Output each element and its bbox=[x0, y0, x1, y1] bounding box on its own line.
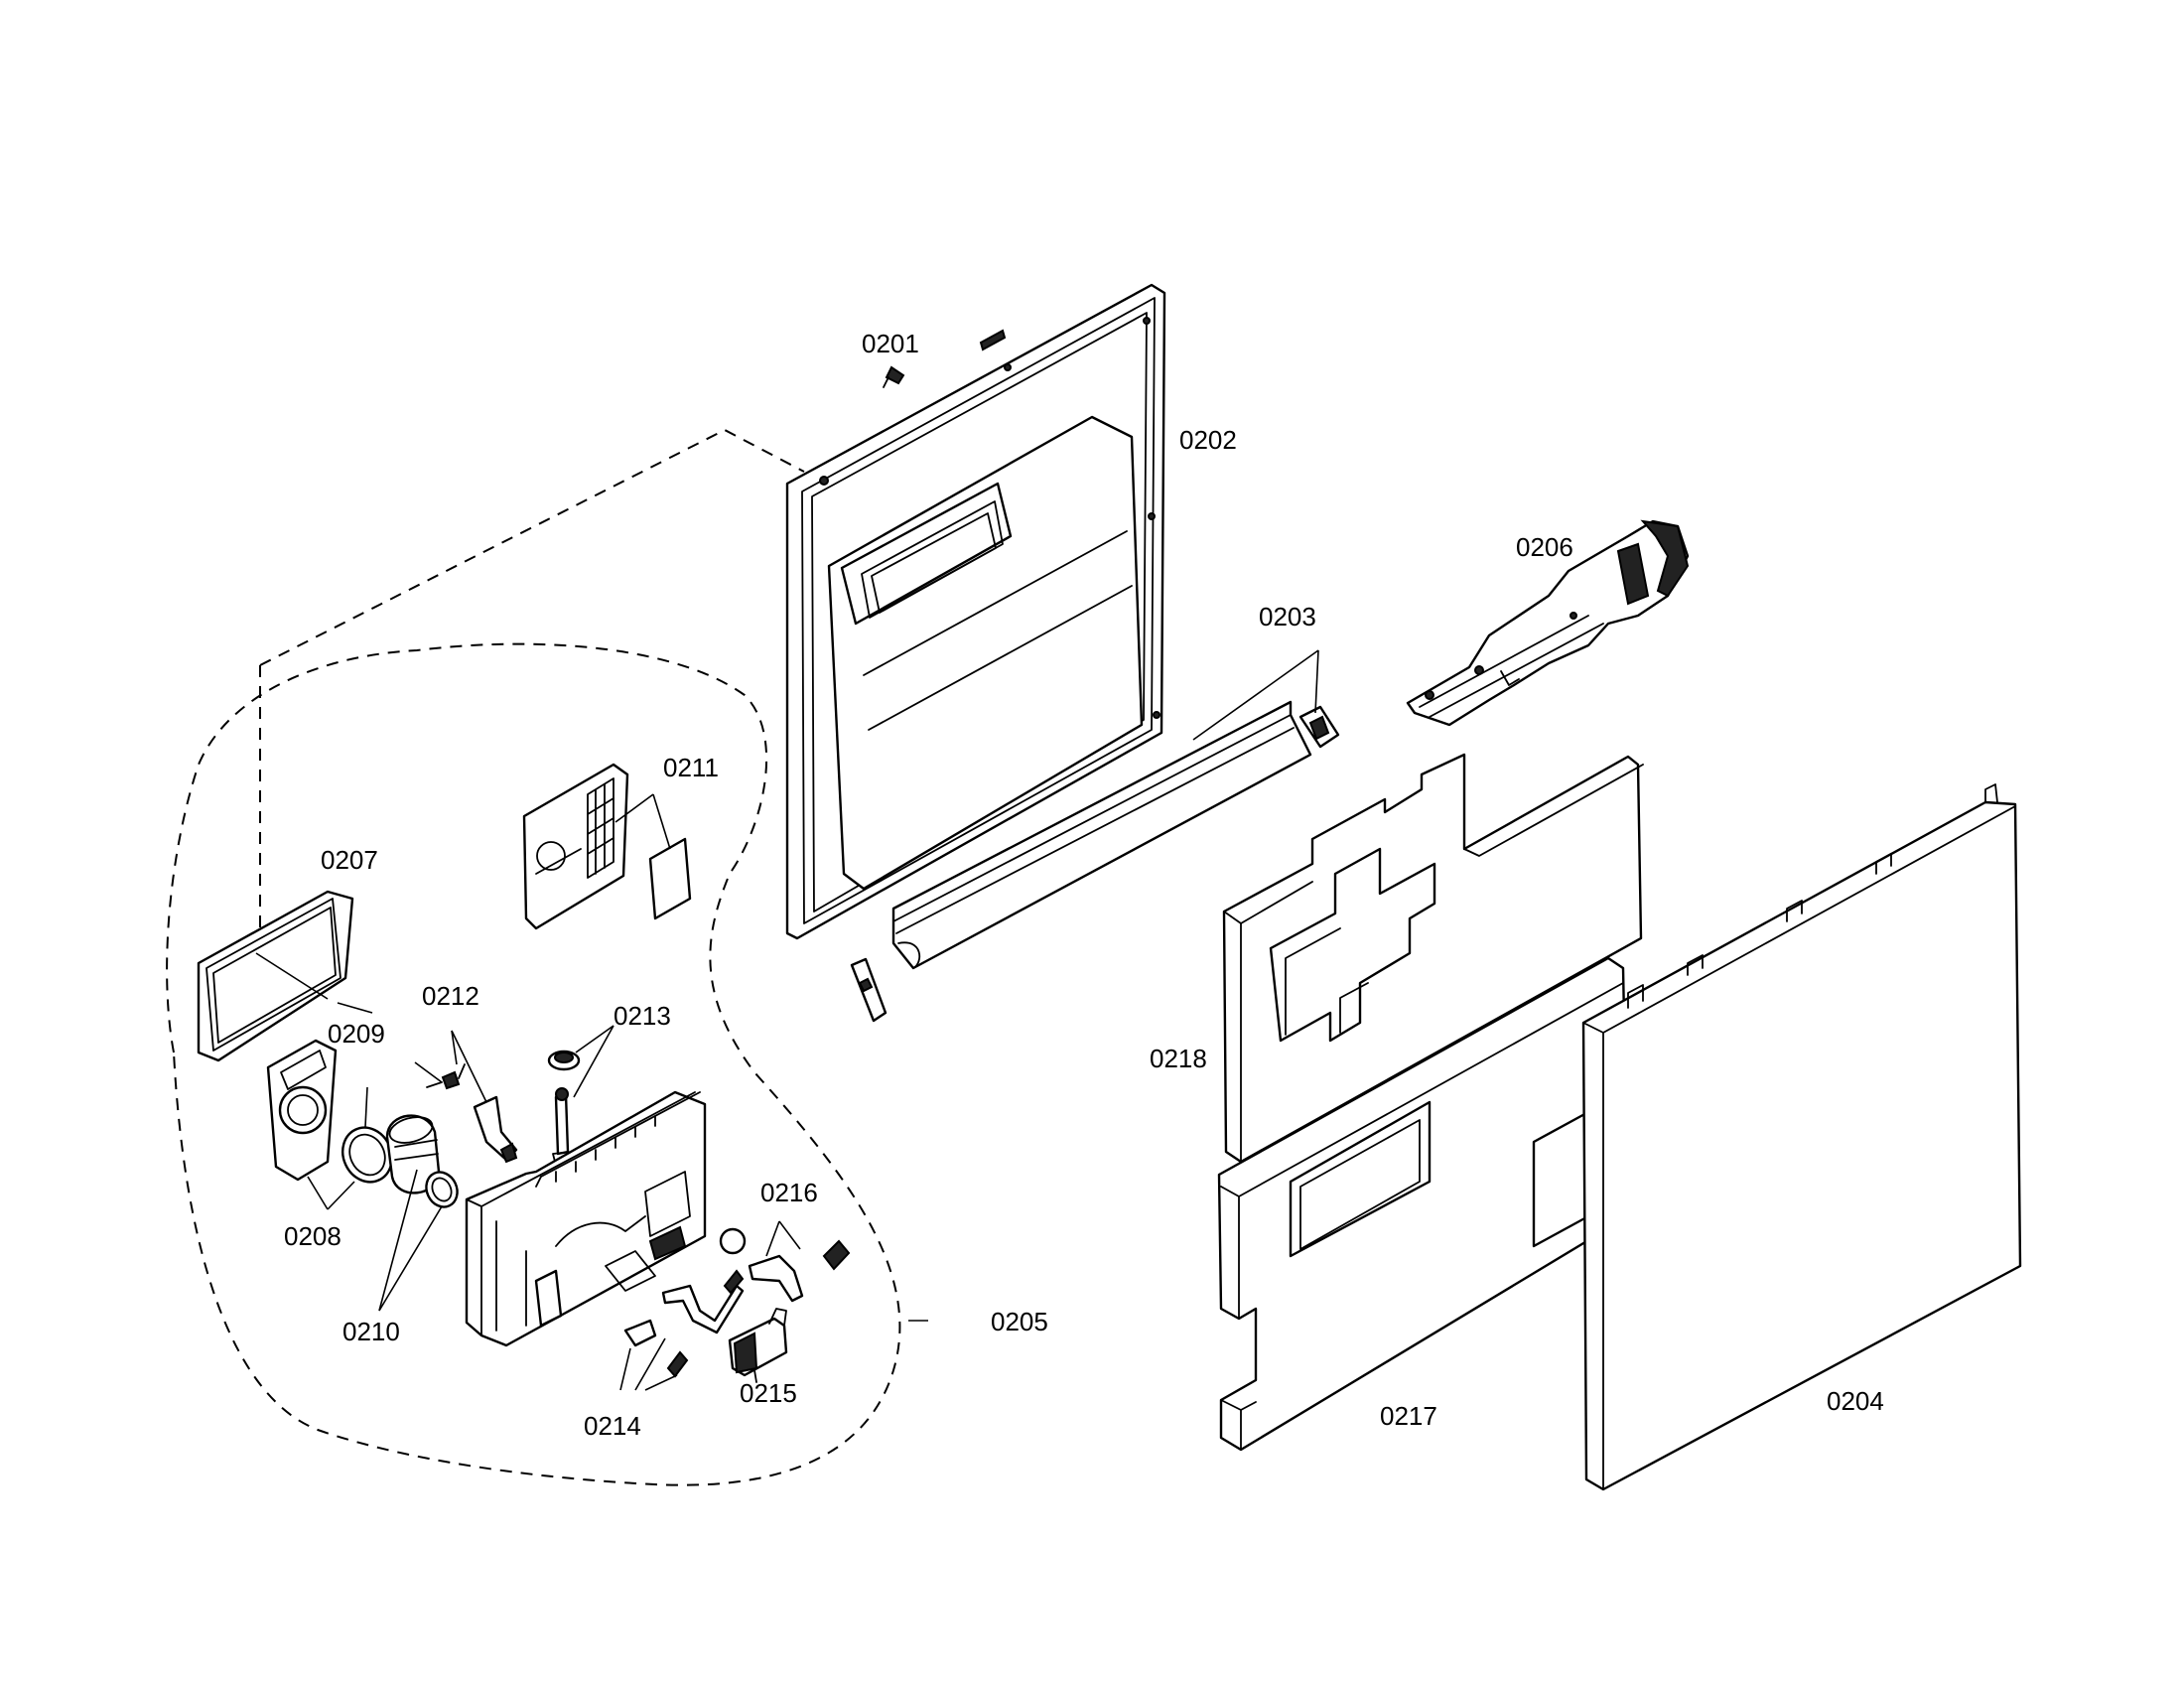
label-0205: 0205 bbox=[991, 1307, 1048, 1336]
part-0205-dispenser-body bbox=[465, 1090, 707, 1347]
part-0212-lever bbox=[473, 1095, 518, 1164]
part-0203-trim-strip bbox=[850, 700, 1312, 1023]
part-0206-hinge-arm bbox=[1406, 519, 1690, 727]
part-0209-seal-ring bbox=[341, 1126, 393, 1184]
part-0207-window-frame bbox=[197, 890, 354, 1062]
label-0204: 0204 bbox=[1827, 1386, 1884, 1416]
label-0218: 0218 bbox=[1150, 1044, 1207, 1073]
label-0208: 0208 bbox=[284, 1221, 341, 1251]
part-0216-spring bbox=[822, 1239, 851, 1271]
label-0209: 0209 bbox=[328, 1019, 385, 1049]
part-0210-cap bbox=[385, 1114, 459, 1208]
projection-line-top bbox=[259, 428, 805, 666]
label-0211: 0211 bbox=[663, 753, 719, 782]
part-0203-clip bbox=[1298, 705, 1340, 749]
part-0212-spring bbox=[426, 1063, 466, 1090]
part-0216-ball bbox=[719, 1227, 747, 1255]
leader-lines bbox=[255, 649, 1319, 1391]
part-0211-filter bbox=[648, 837, 692, 920]
part-0214-spring bbox=[666, 1269, 745, 1378]
label-0212: 0212 bbox=[422, 981, 479, 1011]
label-0216: 0216 bbox=[760, 1178, 818, 1207]
callout-labels: 0201 0202 0203 0204 0205 0206 0207 0208 … bbox=[284, 329, 1884, 1441]
label-0213: 0213 bbox=[614, 1001, 671, 1031]
part-0213-sensor bbox=[547, 1050, 581, 1167]
assembly-0205-boundary bbox=[166, 642, 901, 1486]
label-0214: 0214 bbox=[584, 1411, 641, 1441]
label-0217: 0217 bbox=[1380, 1401, 1437, 1431]
label-0203: 0203 bbox=[1259, 602, 1316, 632]
part-0214-latch bbox=[623, 1319, 657, 1347]
part-0211-vent bbox=[522, 763, 629, 930]
label-0202: 0202 bbox=[1179, 425, 1237, 455]
label-0207: 0207 bbox=[321, 845, 378, 875]
label-0201: 0201 bbox=[862, 329, 919, 358]
part-0217-insulation-panel bbox=[1217, 956, 1630, 1452]
part-0216-lever bbox=[748, 1254, 804, 1303]
part-0204-outer-door-panel bbox=[1581, 783, 2022, 1491]
label-0210: 0210 bbox=[342, 1317, 400, 1346]
part-0201-screw bbox=[883, 365, 905, 388]
part-0202-inner-door bbox=[785, 283, 1166, 940]
part-0215-switch bbox=[728, 1308, 788, 1383]
part-0208-dispenser-cover bbox=[266, 1039, 338, 1182]
label-0215: 0215 bbox=[740, 1378, 797, 1408]
label-0206: 0206 bbox=[1516, 532, 1573, 562]
part-0214-rod bbox=[661, 1284, 745, 1334]
